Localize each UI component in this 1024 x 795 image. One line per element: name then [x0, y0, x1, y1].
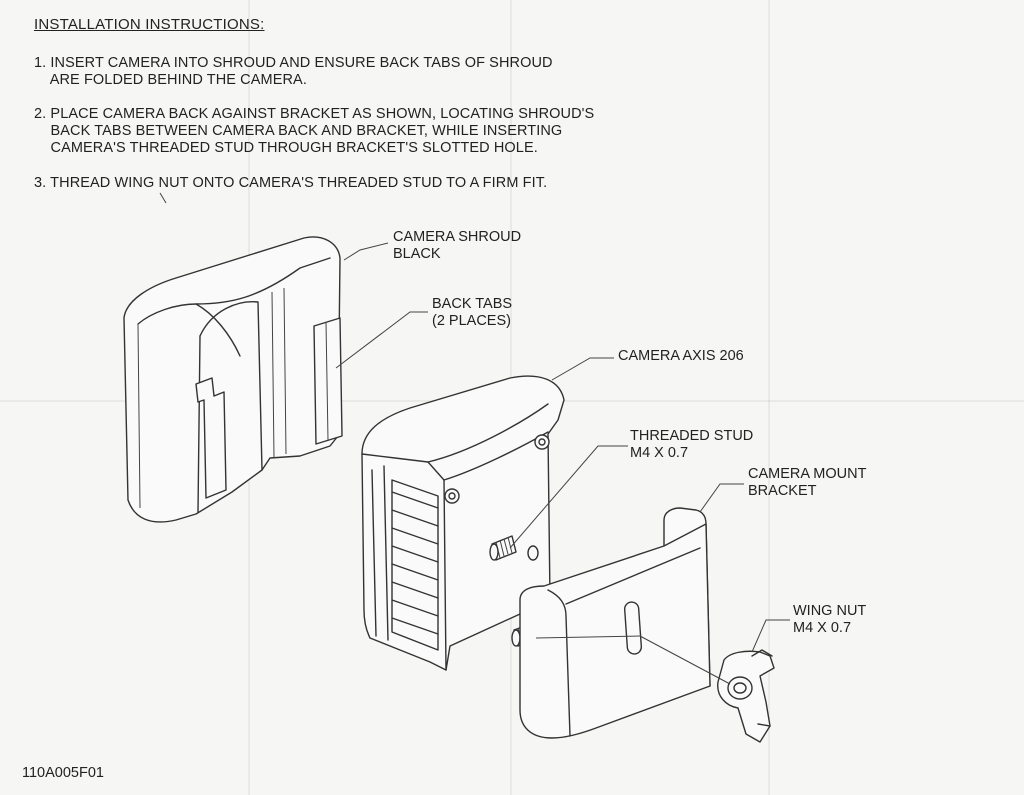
shroud-opening [199, 301, 263, 471]
drawing-number: 110A005F01 [22, 765, 104, 781]
instructions-heading: INSTALLATION INSTRUCTIONS: [34, 16, 265, 33]
leader-threaded-stud [509, 445, 628, 549]
callout-threaded-stud: THREADED STUD M4 X 0.7 [630, 428, 753, 462]
callout-back-tabs: BACK TABS (2 PLACES) [432, 296, 512, 330]
instruction-step-1: 1. INSERT CAMERA INTO SHROUD AND ENSURE … [34, 55, 553, 89]
callout-line: BACK TABS [432, 296, 513, 312]
step-line: ARE FOLDED BEHIND THE CAMERA. [34, 72, 307, 88]
camera-side-strip [383, 465, 389, 641]
shroud-rim [195, 303, 241, 357]
callout-line: CAMERA AXIS 206 [618, 348, 744, 364]
camera-screw-hole-inner [538, 438, 546, 446]
shroud-opening-left [197, 335, 201, 513]
leader-camera-shroud [343, 242, 389, 261]
instruction-step-3: 3. THREAD WING NUT ONTO CAMERA'S THREADE… [34, 175, 547, 192]
callout-line: (2 PLACES) [432, 313, 511, 329]
camera-screw-hole [444, 488, 460, 504]
annotation-tick [159, 192, 167, 204]
leader-camera-axis [551, 357, 614, 381]
callout-camera-axis: CAMERA AXIS 206 [618, 348, 744, 365]
shroud-inner-ridge [271, 291, 275, 459]
shroud-back-tab-right [313, 317, 343, 445]
shroud-top-edge [137, 257, 331, 325]
camera-side-strip [371, 469, 377, 637]
bracket-bend-top [565, 547, 701, 605]
camera-shroud [123, 236, 343, 523]
camera-body [361, 375, 565, 671]
wing-nut-wing-top [751, 649, 773, 657]
wing-nut-bore [727, 676, 753, 700]
callout-line: CAMERA SHROUD [393, 229, 522, 245]
bracket-bend [547, 589, 571, 737]
shroud-side-edge [137, 323, 141, 509]
wing-nut-wing-bottom [757, 723, 771, 727]
step-line: 3. THREAD WING NUT ONTO CAMERA'S THREADE… [34, 175, 548, 191]
shroud-shell [123, 236, 341, 523]
callout-line: BLACK [393, 246, 441, 262]
paper-fold-crease [768, 0, 770, 795]
camera-locating-peg [527, 545, 539, 561]
bracket-slotted-hole [623, 601, 643, 655]
leader-wing-nut [751, 619, 790, 653]
threaded-stud [489, 535, 517, 561]
bracket-base-plate [519, 523, 711, 739]
instruction-step-2: 2. PLACE CAMERA BACK AGAINST BRACKET AS … [34, 106, 594, 157]
callout-camera-shroud: CAMERA SHROUD BLACK [393, 229, 521, 263]
wing-nut-bore-inner [733, 682, 747, 694]
camera-screw-hole [534, 434, 550, 450]
callout-wing-nut: WING NUT M4 X 0.7 [793, 603, 866, 637]
shroud-tab-fold [325, 321, 329, 441]
callout-line: WING NUT [793, 603, 867, 619]
assembly-axis-line [535, 635, 641, 639]
step-line: BACK TABS BETWEEN CAMERA BACK AND BRACKE… [34, 123, 563, 139]
leader-back-tabs-right [335, 311, 428, 369]
leader-mount-bracket [699, 483, 744, 513]
wing-nut [717, 649, 775, 743]
callout-line: THREADED STUD [630, 428, 754, 444]
step-line: CAMERA'S THREADED STUD THROUGH BRACKET'S… [34, 140, 538, 156]
step-line: 2. PLACE CAMERA BACK AGAINST BRACKET AS … [34, 106, 595, 122]
shroud-back-tab-left [195, 377, 227, 499]
callout-line: CAMERA MOUNT [748, 466, 867, 482]
shroud-inner-ridge [283, 287, 287, 455]
camera-vent-panel [391, 479, 439, 651]
camera-vent-slots [391, 491, 439, 635]
camera-screw-hole-inner [448, 492, 456, 500]
callout-line: BRACKET [748, 483, 817, 499]
camera-top-face [361, 403, 549, 463]
step-line: 1. INSERT CAMERA INTO SHROUD AND ENSURE … [34, 55, 553, 71]
camera-mount-bracket [519, 507, 711, 739]
callout-line: M4 X 0.7 [630, 445, 689, 461]
callout-mount-bracket: CAMERA MOUNT BRACKET [748, 466, 866, 500]
callout-line: M4 X 0.7 [793, 620, 852, 636]
assembly-axis-line [639, 635, 731, 685]
